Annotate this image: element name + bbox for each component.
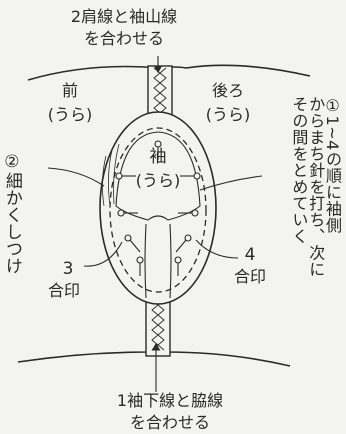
mark-3-label-line1: 3 bbox=[63, 259, 74, 279]
sleeve-inner-cap bbox=[115, 131, 201, 221]
pinning-order-note-line: ①1~4の順に袖側 bbox=[323, 96, 342, 234]
underarm-seam-strip bbox=[145, 297, 171, 357]
mark-4-label-line2: 合印 bbox=[234, 267, 266, 286]
mark-4-label-line1: 4 bbox=[245, 245, 256, 265]
pin-markers bbox=[115, 140, 201, 276]
basting-note: ②細かくしつけ bbox=[1, 152, 22, 274]
pinning-order-note-line: その間をとめていく bbox=[289, 96, 309, 245]
top-step-label-line1: 2肩線と袖山線 bbox=[71, 7, 177, 26]
leader-lines bbox=[47, 56, 263, 392]
front-label-line2: (うら) bbox=[48, 105, 93, 124]
ease-hatch-lines bbox=[102, 143, 120, 207]
sleeve-underarm-lines bbox=[144, 223, 172, 299]
sleeve-label-line1: 袖 bbox=[150, 147, 167, 167]
bodice-top-edge bbox=[27, 64, 311, 81]
front-label-line1: 前 bbox=[62, 81, 78, 100]
sleeve-stitch-line bbox=[109, 127, 207, 293]
top-step-label-line2: を合わせる bbox=[84, 29, 164, 48]
armhole-outline bbox=[99, 111, 217, 305]
back-label-line2: (うら) bbox=[206, 105, 251, 124]
bottom-step-label-line1: 1袖下線と脇線 bbox=[117, 391, 223, 410]
mark-3-label-line2: 合印 bbox=[48, 281, 80, 300]
pinning-order-note: ①1~4の順に袖側からまち針を打ち、次にその間をとめていく bbox=[289, 96, 342, 278]
back-label-line1: 後ろ bbox=[212, 81, 244, 100]
pinning-order-note-line: からまち針を打ち、次に bbox=[306, 96, 326, 278]
bottom-step-label-line2: を合わせる bbox=[130, 413, 210, 432]
sleeve-label-line2: (うら) bbox=[136, 171, 181, 190]
